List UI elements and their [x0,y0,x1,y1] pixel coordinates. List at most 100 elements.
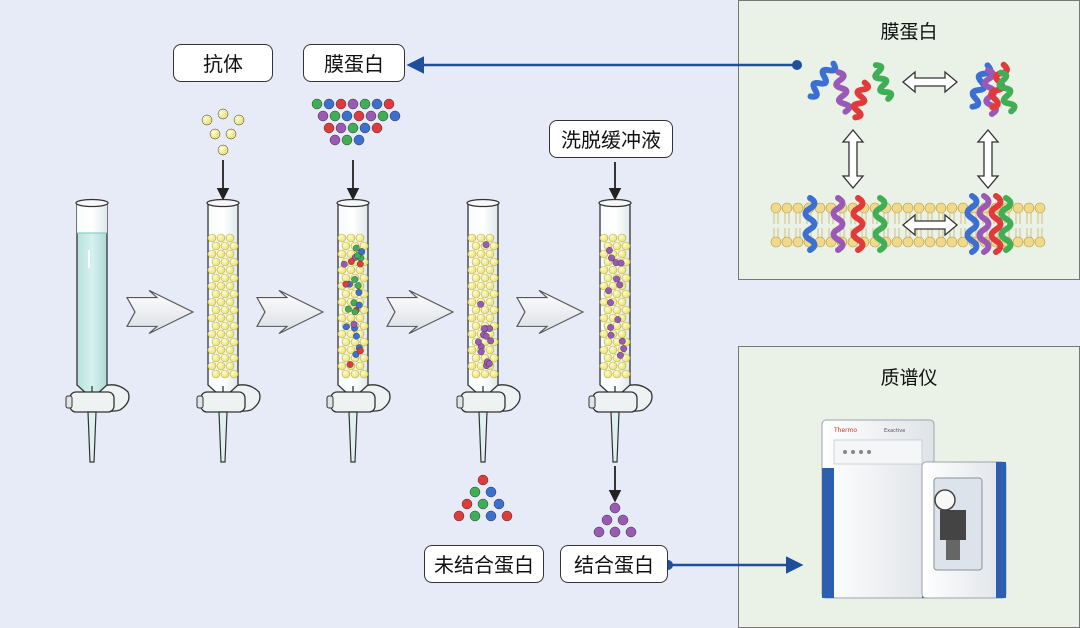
protein-particle [354,282,362,290]
lipid-head [1023,202,1035,214]
affinity-bead [229,369,239,379]
affinity-bead [467,265,477,275]
double-arrow-right-vertical [976,128,1000,190]
affinity-bead [220,369,230,379]
lipid-head [1023,236,1035,248]
lipid-head [792,202,804,214]
affinity-bead [346,345,356,355]
stopcock-cap [326,395,334,409]
stopcock-cap [196,395,204,409]
affinity-bead [346,313,356,323]
protein-particle [352,244,360,252]
affinity-bead [225,281,235,291]
affinity-bead [341,241,351,251]
column-tip [87,411,97,463]
affinity-bead [603,273,613,283]
unbound-protein-particle [485,510,497,522]
antibody-bead [201,114,213,126]
affinity-bead [216,249,226,259]
lipid-head [913,236,925,248]
antibody-bead [217,144,229,156]
unbound-protein-particle [501,510,513,522]
protein-particle [477,300,485,308]
affinity-bead [471,305,481,315]
unbound-protein-particle [485,486,497,498]
affinity-bead [617,297,627,307]
protein-particle [346,361,354,368]
bound-protein-particle [609,526,621,538]
protein-particle [342,323,350,331]
lipid-head [770,202,782,214]
affinity-bead [467,233,477,243]
lipid-head [770,236,782,248]
affinity-bead [216,345,226,355]
affinity-bead [216,297,226,307]
stopcock-cap [456,395,464,409]
affinity-bead [216,265,226,275]
affinity-bead [489,305,499,315]
affinity-bead [608,361,618,371]
protein-particle [487,337,495,345]
membrane-protein-particle [347,98,359,110]
affinity-bead [467,249,477,259]
affinity-bead [599,233,609,243]
process-flow-arrow [386,289,455,335]
protein-helix [850,79,872,121]
stopcock-cap [588,395,596,409]
antibody-bead [233,114,245,126]
membrane-protein-particle [377,110,389,122]
lipid-head [924,202,936,214]
affinity-bead [225,313,235,323]
affinity-bead [480,369,490,379]
mass-spectrometer-illustration [821,419,1007,599]
protein-particle [480,325,488,333]
affinity-bead [346,233,356,243]
affinity-bead [216,329,226,339]
protein-particle [616,351,624,359]
protein-particle [614,316,622,323]
affinity-bead [225,265,235,275]
affinity-bead [608,233,618,243]
affinity-bead [489,369,499,379]
unbound-protein-particle [453,510,465,522]
affinity-bead [476,265,486,275]
affinity-bead [617,361,627,371]
affinity-bead [355,313,365,323]
affinity-bead [225,249,235,259]
protein-particle [356,260,364,268]
affinity-bead [359,321,369,331]
affinity-bead [603,369,613,379]
affinity-bead [229,273,239,283]
affinity-bead [621,321,631,331]
column-tip [218,411,228,463]
protein-helix [988,193,1004,255]
lipid-head [891,202,903,214]
affinity-bead [471,241,481,251]
affinity-bead [599,265,609,275]
membrane-protein-particle [317,110,329,122]
affinity-bead [471,289,481,299]
affinity-bead [612,369,622,379]
antibody-bead [209,128,221,140]
membrane-protein-particle [371,98,383,110]
stopcock-cap [65,395,73,409]
affinity-bead [471,369,481,379]
affinity-bead [337,233,347,243]
column-rim [75,198,109,208]
affinity-bead [346,265,356,275]
affinity-bead [211,273,221,283]
affinity-bead [359,369,369,379]
label-bound-protein: 结合蛋白 [560,545,668,583]
membrane-protein-particle [383,98,395,110]
bound-protein-particle [625,526,637,538]
affinity-bead [225,345,235,355]
protein-particle [620,345,628,352]
affinity-bead [207,281,217,291]
membrane-protein-particle [365,110,377,122]
lipid-head [1012,202,1024,214]
protein-particle [351,276,359,283]
label-elution-buffer: 洗脱缓冲液 [549,120,673,158]
affinity-bead [211,337,221,347]
affinity-bead [225,329,235,339]
affinity-bead [489,289,499,299]
